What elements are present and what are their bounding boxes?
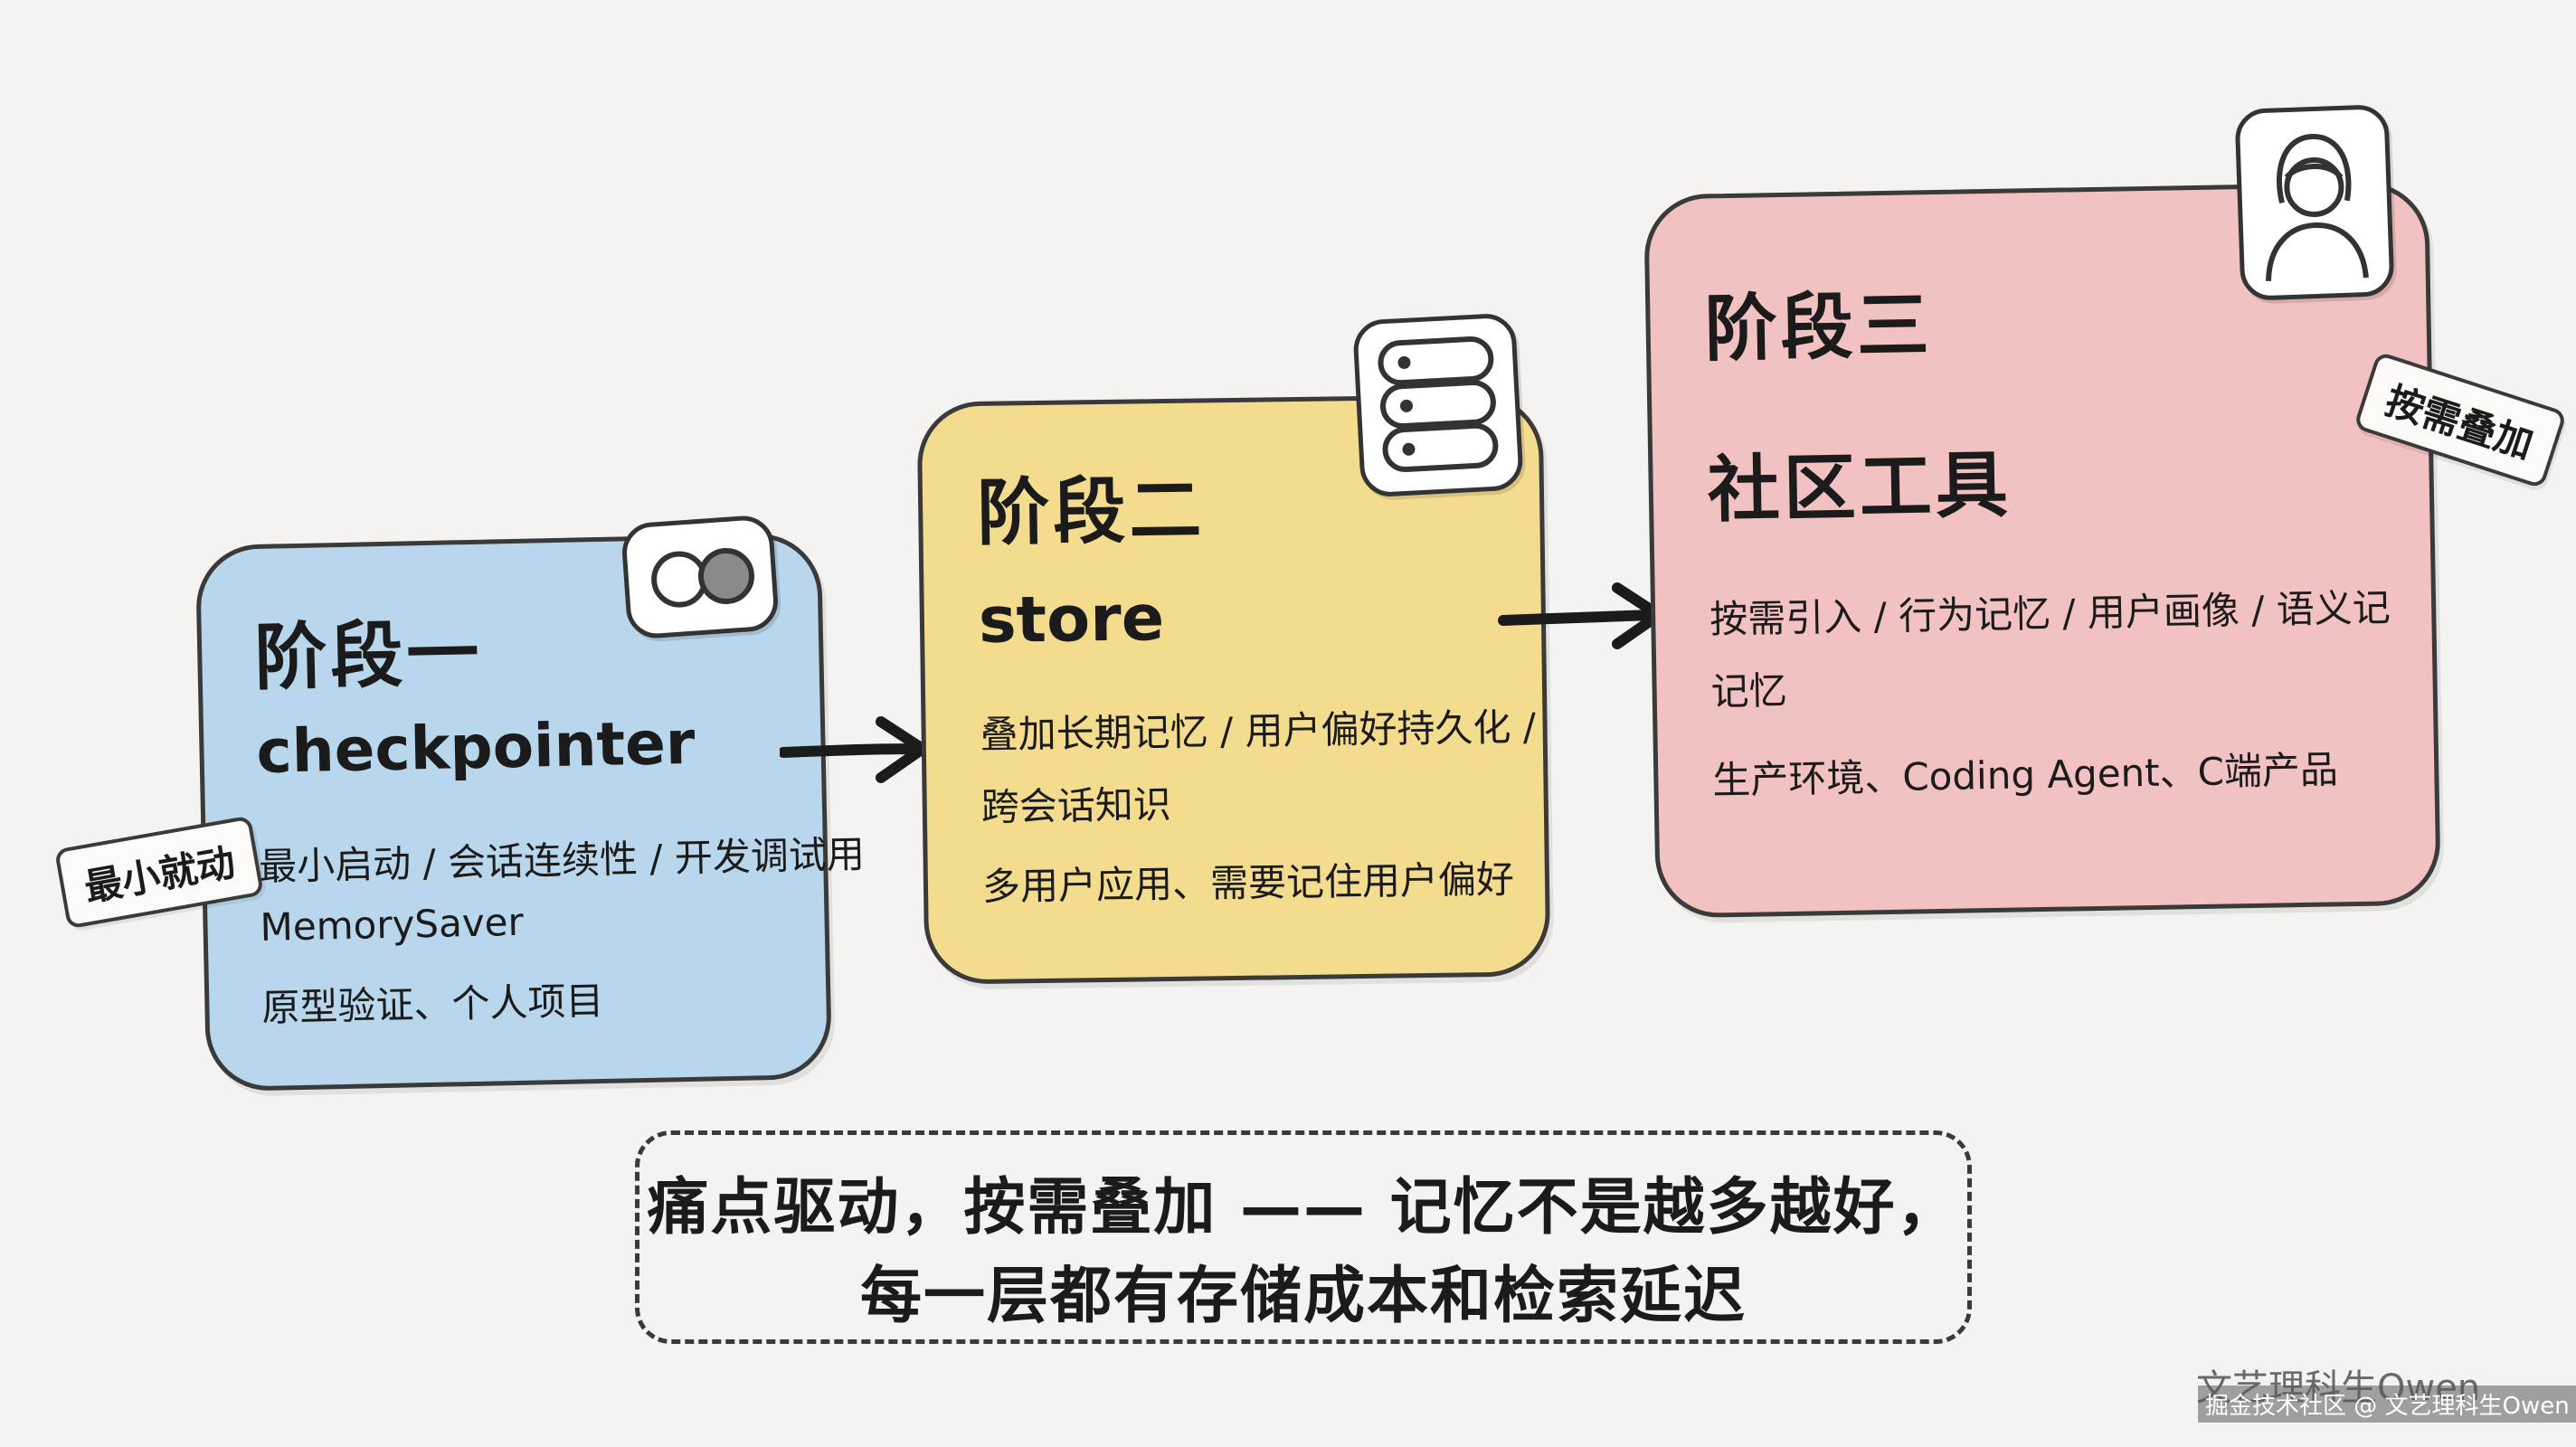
stage-1-title: 阶段一 — [253, 610, 484, 700]
stage-2-line-3: 多用户应用、需要记住用户偏好 — [981, 856, 1515, 909]
stage-3-line-2: 记忆 — [1710, 667, 1788, 714]
arrow-1-icon — [780, 716, 928, 783]
stage-1-line-2: MemorySaver — [260, 899, 525, 950]
stage-3-line-3: 生产环境、Coding Agent、C端产品 — [1711, 747, 2339, 803]
stage-1-line-1: 最小启动 / 会话连续性 / 开发调试用 — [258, 831, 866, 889]
summary-box: 痛点驱动，按需叠加 —— 记忆不是越多越好， 每一层都有存储成本和检索延迟 — [635, 1130, 1972, 1344]
stage-2-line-2: 跨会话知识 — [980, 781, 1172, 829]
summary-line-2: 每一层都有存储成本和检索延迟 — [859, 1261, 1747, 1332]
stage-3-subtitle: 社区工具 — [1706, 442, 2012, 533]
stage-2-line-1: 叠加长期记忆 / 用户偏好持久化 / — [980, 705, 1537, 757]
stage-1-line-3: 原型验证、个人项目 — [260, 978, 604, 1030]
toggle-icon — [620, 514, 781, 640]
stage-3-line-1: 按需引入 / 行为记忆 / 用户画像 / 语义记 — [1709, 585, 2391, 642]
database-icon — [1351, 312, 1525, 498]
user-avatar-icon — [2234, 104, 2395, 301]
watermark-platform: 掘金技术社区 @ 文艺理科生Owen — [2198, 1386, 2576, 1423]
stage-2-title: 阶段二 — [976, 468, 1206, 555]
summary-line-1: 痛点驱动，按需叠加 —— 记忆不是越多越好， — [647, 1172, 1960, 1244]
stage-3-title: 阶段三 — [1703, 283, 1934, 372]
stage-2-subtitle: store — [978, 581, 1165, 657]
stage-1-subtitle: checkpointer — [255, 707, 696, 787]
